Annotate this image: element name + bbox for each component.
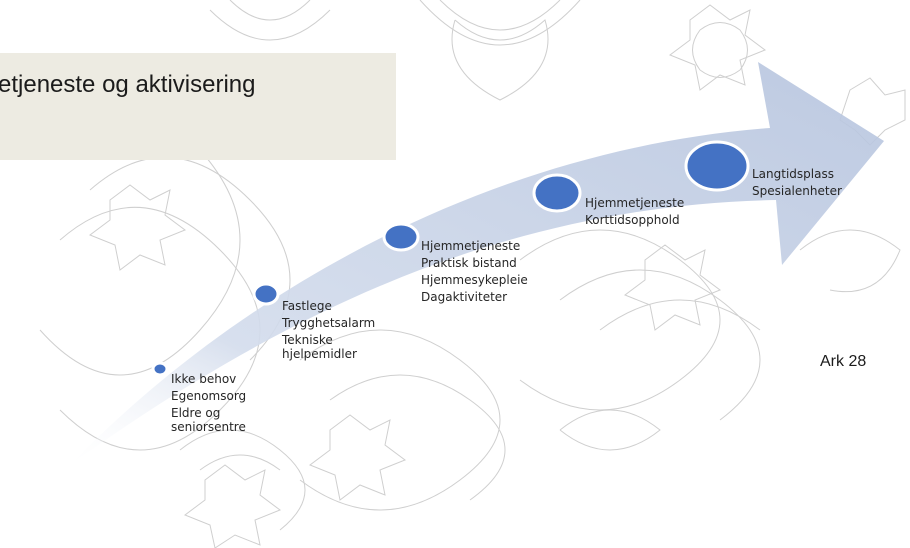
page-label: Ark 28 bbox=[820, 353, 867, 370]
stage-2-item: Trygghetsalarm bbox=[282, 316, 376, 331]
stage-3-item: Praktisk bistand bbox=[421, 256, 517, 271]
stage-3-label: Hjemmetjeneste Praktisk bistand Hjemmesy… bbox=[421, 239, 528, 308]
page-title: etjeneste og aktivisering bbox=[0, 71, 256, 98]
arrow-shape bbox=[70, 62, 884, 465]
stage-node-2 bbox=[252, 282, 280, 306]
stage-5-item: Langtidsplass bbox=[752, 167, 834, 181]
stage-3-item: Dagaktiviteter bbox=[421, 290, 508, 305]
stage-4-item: Hjemmetjeneste bbox=[585, 196, 685, 210]
stage-1-item: Eldre og seniorsentre bbox=[171, 406, 246, 435]
stage-3-item: Hjemmetjeneste bbox=[421, 239, 521, 253]
stage-2-item: Tekniske hjelpemidler bbox=[282, 333, 357, 362]
stage-node-3 bbox=[382, 222, 420, 252]
stage-5-item: Spesialenheter bbox=[752, 184, 842, 199]
stage-node-4 bbox=[532, 173, 582, 213]
stage-1-label: Ikke behov Egenomsorg Eldre og seniorsen… bbox=[171, 372, 259, 438]
stage-node-5 bbox=[684, 140, 750, 192]
stage-1-item: Ikke behov bbox=[171, 372, 237, 386]
stage-2-label: Fastlege Trygghetsalarm Tekniske hjelpem… bbox=[282, 299, 375, 365]
stage-5-label: Langtidsplass Spesialenheter bbox=[752, 167, 842, 201]
stage-2-item: Fastlege bbox=[282, 299, 332, 313]
stage-node-1 bbox=[151, 361, 169, 377]
stage-1-item: Egenomsorg bbox=[171, 389, 247, 404]
stage-4-item: Korttidsopphold bbox=[585, 213, 680, 228]
stage-4-label: Hjemmetjeneste Korttidsopphold bbox=[585, 196, 684, 230]
title-box: etjeneste og aktivisering bbox=[0, 53, 396, 160]
stage-3-item: Hjemmesykepleie bbox=[421, 273, 528, 288]
stage-nodes bbox=[151, 140, 750, 377]
